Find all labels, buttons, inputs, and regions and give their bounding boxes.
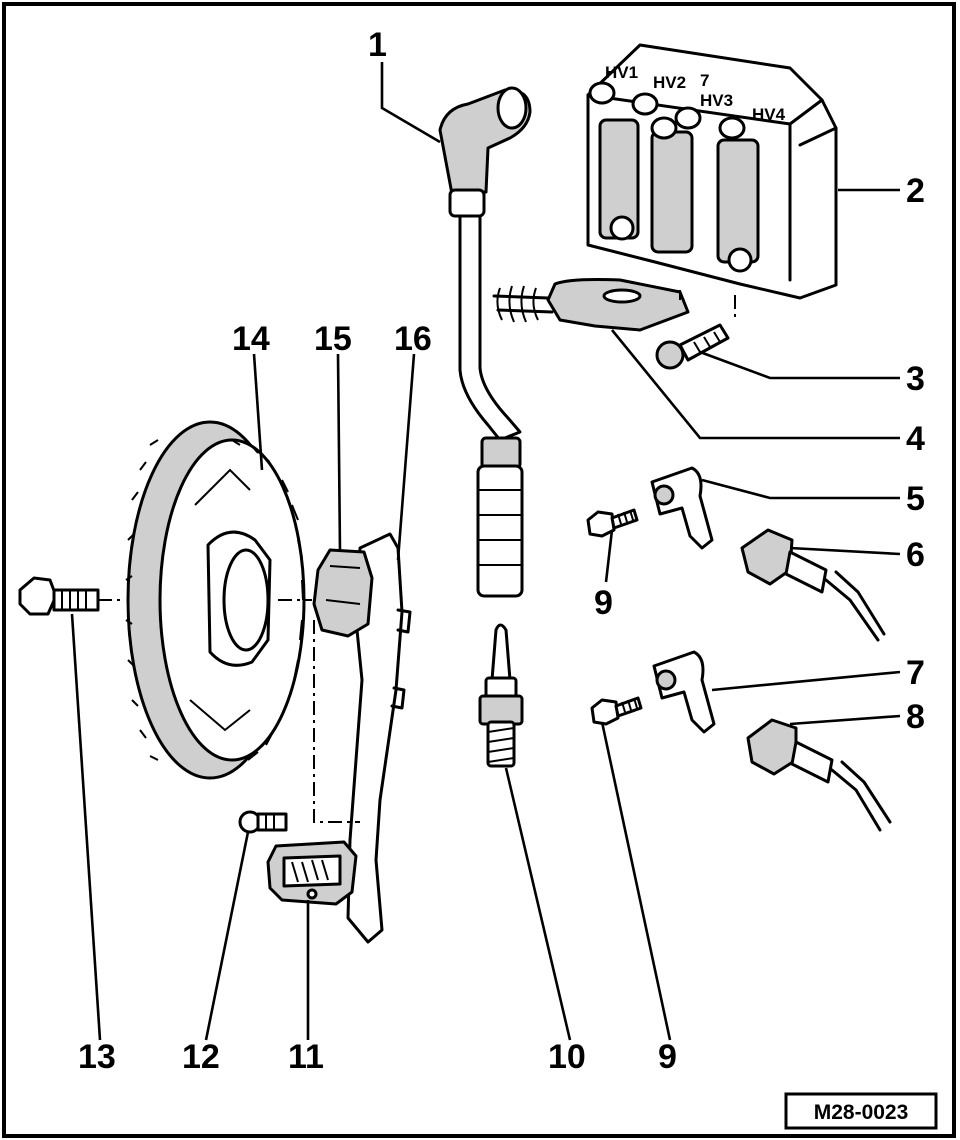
camshaft-sprocket bbox=[125, 420, 306, 780]
callout-4: 4 bbox=[906, 420, 925, 458]
callout-12: 12 bbox=[182, 1038, 220, 1076]
hall-sender bbox=[312, 548, 374, 638]
coil-mark: 7 bbox=[700, 71, 709, 90]
reference-code-box: M28-0023 bbox=[784, 1092, 938, 1130]
ignition-coil-pack: HV1 HV2 7 HV3 HV4 bbox=[586, 43, 838, 300]
sprocket-bolt bbox=[18, 576, 100, 616]
spark-plug bbox=[478, 623, 524, 768]
callout-15: 15 bbox=[314, 320, 352, 358]
sensor-lower bbox=[746, 718, 892, 832]
sensor-bracket-lower bbox=[652, 650, 716, 734]
sensor-upper bbox=[740, 528, 886, 642]
coil-terminal-hv3: HV3 bbox=[700, 91, 733, 110]
coil-terminal-hv4: HV4 bbox=[752, 105, 786, 124]
callout-8: 8 bbox=[906, 698, 925, 736]
callout-6: 6 bbox=[906, 536, 925, 574]
reference-code: M28-0023 bbox=[814, 1101, 909, 1124]
callout-11: 11 bbox=[288, 1038, 324, 1076]
callout-2: 2 bbox=[906, 172, 925, 210]
callout-5: 5 bbox=[906, 480, 925, 518]
spark-plug-connector bbox=[438, 86, 532, 598]
callout-14: 14 bbox=[232, 320, 270, 358]
callout-7: 7 bbox=[906, 654, 925, 692]
leader-lines bbox=[70, 62, 901, 1041]
hall-sender-bolt bbox=[238, 810, 288, 834]
hall-sender-backplate bbox=[346, 532, 412, 944]
callout-9-lower: 9 bbox=[658, 1038, 677, 1076]
callout-9-upper: 9 bbox=[594, 584, 613, 622]
bracket-bolt-upper bbox=[586, 508, 639, 538]
callout-13: 13 bbox=[78, 1038, 116, 1076]
hall-sender-connector bbox=[266, 840, 358, 906]
callout-1: 1 bbox=[368, 26, 387, 64]
sensor-bracket-upper bbox=[650, 466, 714, 550]
callout-16: 16 bbox=[394, 320, 432, 358]
coil-terminal-hv2: HV2 bbox=[653, 73, 686, 92]
callout-3: 3 bbox=[906, 360, 925, 398]
coil-terminal-hv1: HV1 bbox=[605, 63, 638, 82]
coil-mounting-bolt bbox=[655, 323, 730, 370]
coil-wiring-harness bbox=[492, 278, 690, 332]
bracket-bolt-lower bbox=[590, 696, 643, 726]
callout-10: 10 bbox=[548, 1038, 586, 1076]
